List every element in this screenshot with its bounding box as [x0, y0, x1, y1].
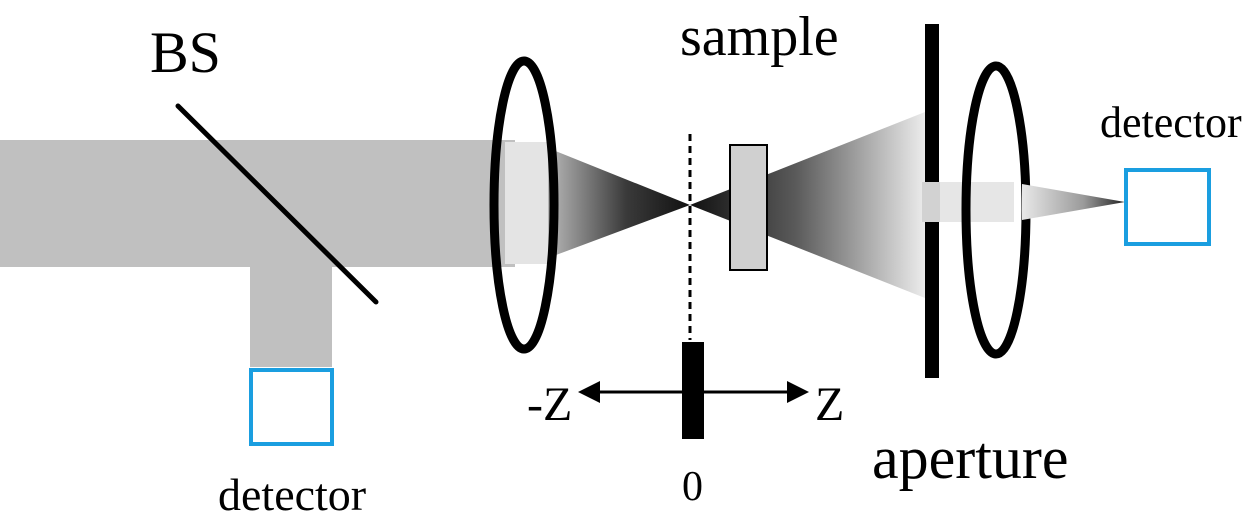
z-axis-arrowhead-left	[578, 381, 600, 403]
aperture-plate-bottom	[925, 222, 939, 378]
axis-origin-label: 0	[682, 464, 703, 510]
focusing-lens	[489, 56, 559, 354]
detector-cone	[1022, 184, 1125, 220]
beam-in-lens	[505, 142, 550, 264]
input-beam	[0, 140, 515, 267]
detector-right-label: detector	[1100, 98, 1242, 147]
aperture-opening-beam	[922, 182, 940, 222]
sample-label: sample	[680, 6, 839, 68]
beam-splitter	[175, 103, 379, 305]
z-axis-arrowhead-right	[787, 381, 809, 403]
bs-label: BS	[150, 20, 221, 85]
diverging-cone	[690, 112, 925, 298]
axis-negative-label: -Z	[527, 378, 572, 431]
sample-slab	[729, 144, 768, 271]
detector-bottom-box	[249, 368, 334, 446]
detector-right-box	[1124, 168, 1211, 246]
axis-positive-label: Z	[815, 378, 844, 431]
aperture-label: aperture	[872, 425, 1069, 491]
converging-cone	[548, 148, 690, 258]
reflected-beam	[250, 262, 332, 367]
detector-bottom-label: detector	[218, 469, 366, 516]
aperture-plate-top	[925, 24, 939, 182]
